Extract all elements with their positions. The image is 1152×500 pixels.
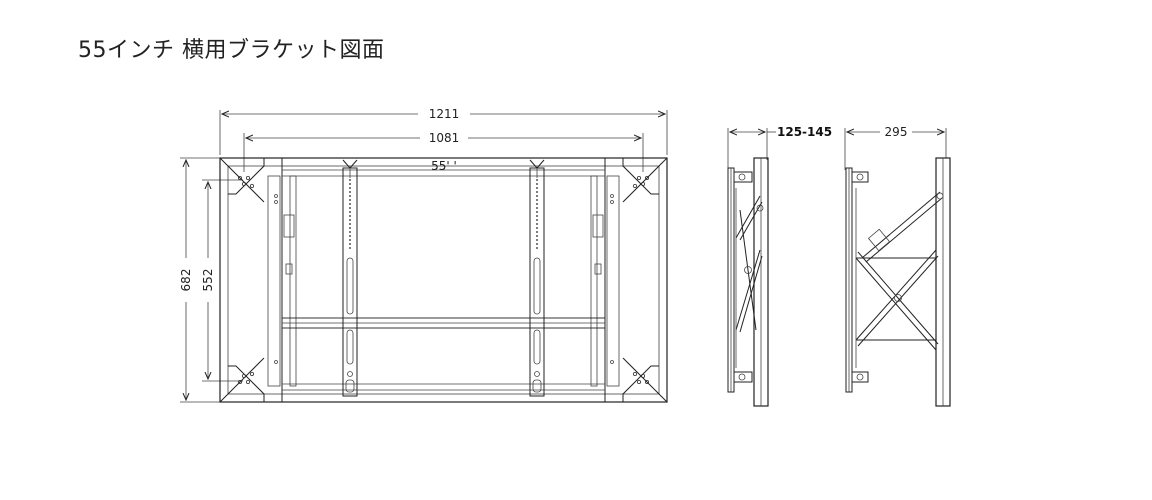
adjustment-hole [349,195,351,197]
adjustment-hole [349,179,351,181]
label-width-outer: 1211 [429,107,460,121]
adjustment-hole [536,215,538,217]
adjustment-hole [349,219,351,221]
adjustment-hole [536,211,538,213]
adjustment-hole [349,211,351,213]
front-view: 1211 1081 682 552 [179,107,668,403]
adjustment-hole [349,235,351,237]
adjustment-hole [536,187,538,189]
label-depth-open: 295 [885,125,908,139]
adjustment-hole [536,179,538,181]
adjustment-hole [349,247,351,249]
vertical-rail-left [342,159,358,397]
adjustment-hole [536,223,538,225]
adjustment-hole [349,207,351,209]
adjustment-hole [536,227,538,229]
label-depth-closed: 125-145 [777,125,832,139]
adjustment-hole [536,191,538,193]
dimension-width-inner: 1081 [243,131,644,172]
dimension-height-outer: 682 [179,157,220,403]
adjustment-hole [349,203,351,205]
inner-panel: 55' ' [267,157,620,403]
dimension-depth-closed: 125-145 [727,125,832,175]
label-height-outer: 682 [179,269,193,292]
adjustment-hole [536,247,538,249]
adjustment-hole [349,191,351,193]
side-view-closed: 125-145 [727,125,832,407]
adjustment-hole [536,231,538,233]
adjustment-hole [349,239,351,241]
dimension-height-inner: 552 [201,179,243,382]
label-size: 55' ' [431,159,457,173]
adjustment-hole [349,187,351,189]
vertical-rail-right [529,159,545,397]
label-width-inner: 1081 [429,131,460,145]
adjustment-hole [349,223,351,225]
adjustment-hole [536,203,538,205]
page-title: 55インチ 横用ブラケット図面 [78,38,385,63]
dimension-depth-open: 295 [844,125,947,170]
adjustment-hole [349,199,351,201]
adjustment-hole [536,219,538,221]
adjustment-hole [349,231,351,233]
adjustment-hole [536,239,538,241]
adjustment-hole [536,183,538,185]
adjustment-hole [536,207,538,209]
adjustment-hole [349,243,351,245]
adjustment-hole [536,195,538,197]
side-view-open: 295 [844,125,951,407]
adjustment-hole [536,235,538,237]
outer-frame [219,157,668,403]
adjustment-hole [536,243,538,245]
adjustment-hole [349,227,351,229]
adjustment-hole [349,183,351,185]
dimension-width-outer: 1211 [219,107,668,155]
adjustment-hole [349,215,351,217]
label-height-inner: 552 [201,269,215,292]
adjustment-hole [536,199,538,201]
